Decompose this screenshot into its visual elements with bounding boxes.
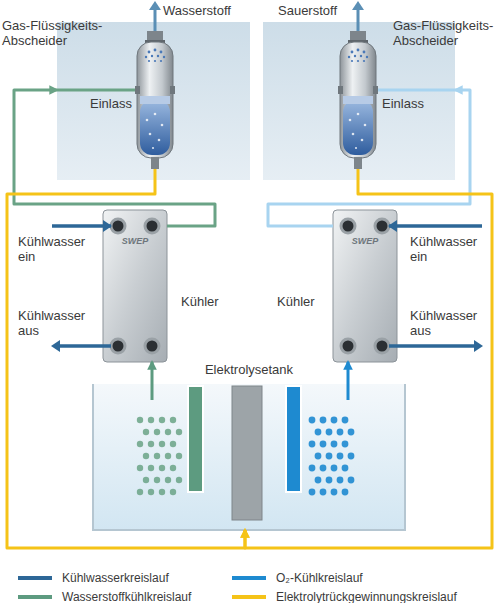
legend-text: O₂-Kühlkreislauf bbox=[276, 571, 363, 585]
plate-cooler: SWEPKühler bbox=[103, 210, 167, 362]
separator-housing: Gas-Flüssigkeits-AbscheiderEinlass bbox=[57, 22, 250, 180]
port-label: Kühlwasser aus bbox=[410, 308, 480, 338]
legend-entry: O₂-Kühlkreislauf bbox=[232, 571, 363, 585]
flow-line bbox=[347, 362, 350, 384]
part-label: Kühler bbox=[181, 294, 219, 309]
flow-line bbox=[14, 90, 215, 226]
legend-swatch bbox=[18, 576, 52, 580]
legend-swatch bbox=[18, 595, 52, 599]
part-heading: Elektrolysetank bbox=[205, 362, 293, 377]
port-label: Kühlwasser ein bbox=[410, 234, 480, 264]
output-label: Wasserstoff bbox=[163, 3, 231, 18]
electrolysis-tank: Elektrolysetank bbox=[93, 384, 405, 530]
legend-swatch bbox=[232, 576, 266, 580]
part-heading: Gas-Flüssigkeits-Abscheider bbox=[393, 18, 497, 48]
flow-line bbox=[268, 90, 470, 226]
separator-housing: Gas-Flüssigkeits-AbscheiderEinlass bbox=[263, 22, 455, 180]
legend-entry: Elektrolytrückgewinnungskreislauf bbox=[232, 590, 457, 603]
port-label: Kühlwasser aus bbox=[18, 308, 88, 338]
legend-text: Kühlwasserkreislauf bbox=[62, 571, 169, 585]
plate-cooler: SWEPKühler bbox=[333, 210, 397, 362]
legend-text: Wasserstoffkühlkreislauf bbox=[62, 590, 191, 603]
legend-entry: Wasserstoffkühlkreislauf bbox=[18, 590, 191, 603]
flow-line bbox=[151, 362, 154, 384]
port-label: Kühlwasser ein bbox=[18, 234, 88, 264]
brand-logo: SWEP bbox=[352, 236, 379, 247]
legend-swatch bbox=[232, 595, 266, 599]
legend-entry: Kühlwasserkreislauf bbox=[18, 571, 169, 585]
inlet-label: Einlass bbox=[382, 96, 424, 111]
inlet-label: Einlass bbox=[90, 96, 132, 111]
brand-logo: SWEP bbox=[122, 236, 149, 247]
part-heading: Gas-Flüssigkeits-Abscheider bbox=[2, 18, 106, 48]
part-label: Kühler bbox=[277, 294, 315, 309]
legend-text: Elektrolytrückgewinnungskreislauf bbox=[276, 590, 457, 603]
output-label: Sauerstoff bbox=[278, 3, 337, 18]
